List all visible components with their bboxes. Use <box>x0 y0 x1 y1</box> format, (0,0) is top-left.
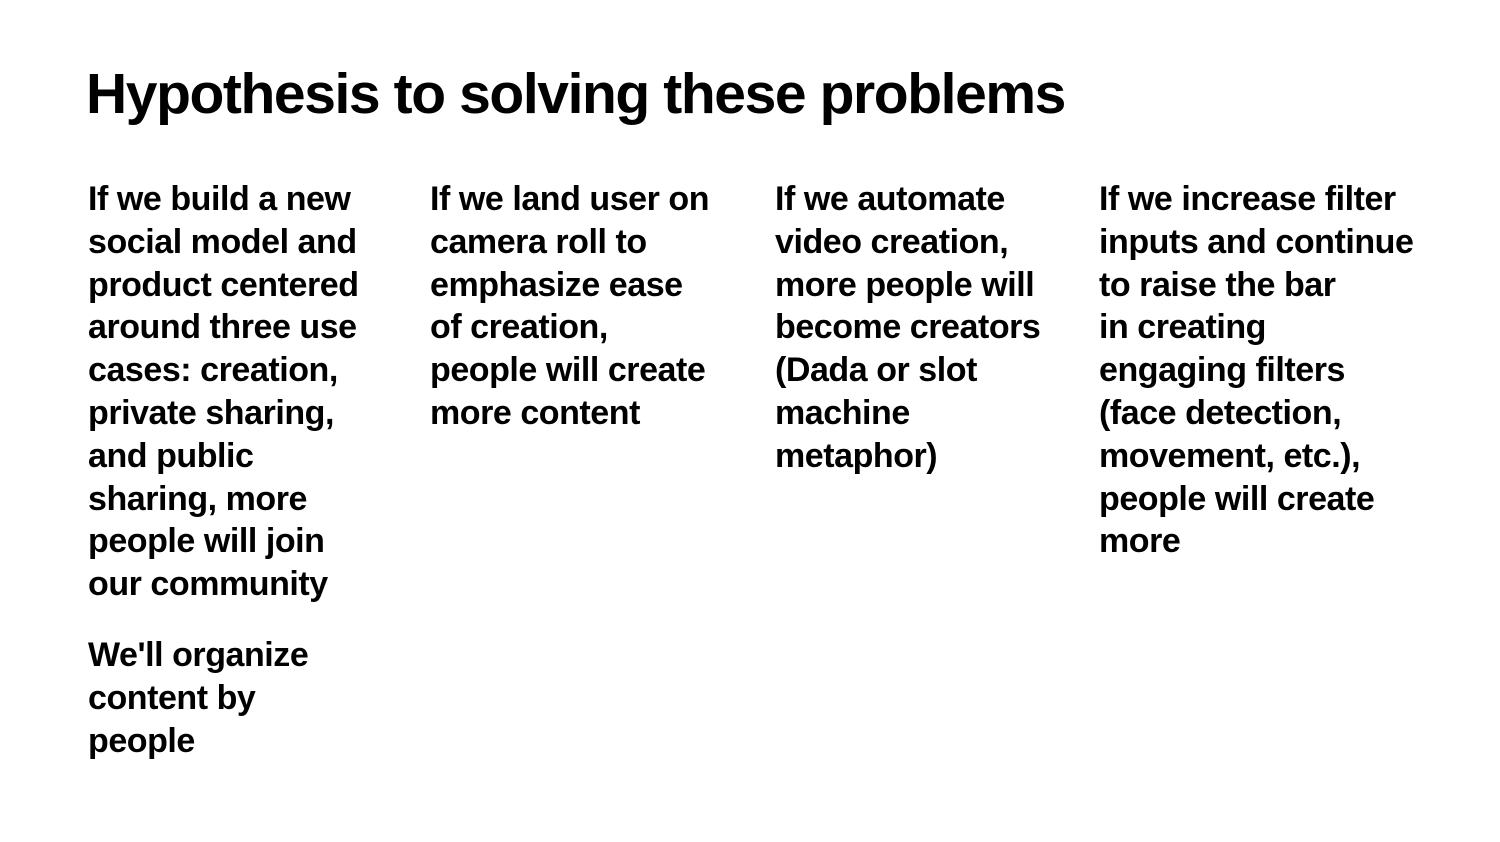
hypothesis-column-3: If we automate video creation, more peop… <box>775 178 1099 478</box>
hypothesis-text-block: If we land user on camera roll to emphas… <box>430 180 710 432</box>
hypothesis-columns: If we build a new social model and produ… <box>88 178 1448 762</box>
hypothesis-text-block: If we automate video creation, more peop… <box>775 180 1041 475</box>
hypothesis-text-block: If we build a new social model and produ… <box>88 180 359 604</box>
page-title: Hypothesis to solving these problems <box>86 62 1066 126</box>
hypothesis-text-block: We'll organize content by people <box>88 635 309 760</box>
hypothesis-text-block: If we increase filter inputs and continu… <box>1099 180 1414 561</box>
hypothesis-column-2: If we land user on camera roll to emphas… <box>430 178 775 435</box>
hypothesis-column-4: If we increase filter inputs and continu… <box>1099 178 1448 563</box>
hypothesis-column-1: If we build a new social model and produ… <box>88 178 430 762</box>
